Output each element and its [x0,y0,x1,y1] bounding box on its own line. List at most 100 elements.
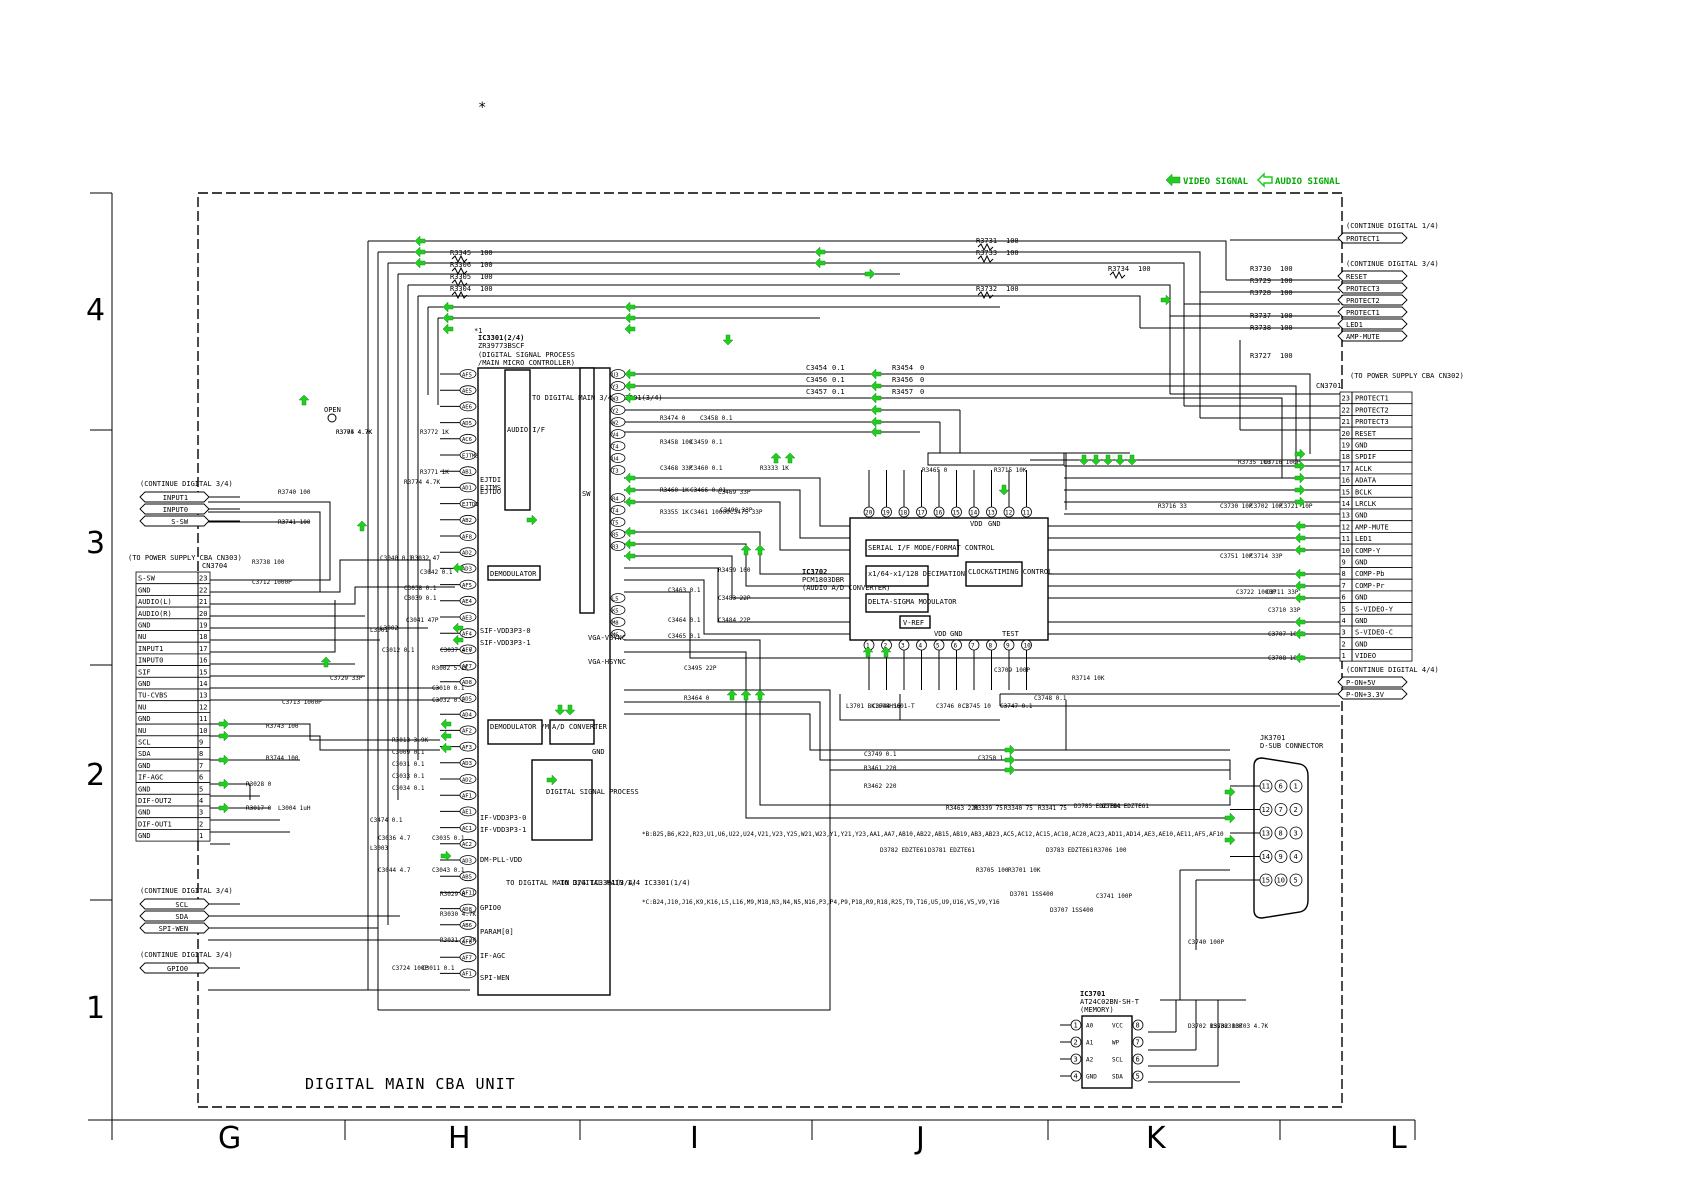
cn3701-pin: 1 [1342,652,1346,660]
cn3704-signal: GND [138,622,151,630]
cn3704-signal: GND [138,680,151,688]
grid-row-2: 2 [86,758,105,793]
ic3701-right-pin-name: WP [1112,1040,1120,1047]
component-label: C3041 47P [406,617,439,624]
signal-arrow-icon [814,257,826,269]
component-label: R3741 100 [278,519,311,526]
ic3301-left-pin-label: AD2 [462,551,472,557]
signal-arrow-icon [740,544,752,556]
signal-arrow-icon [754,689,766,701]
ic3301-right-pin [610,405,626,415]
cn3701-signal: COMP-Y [1355,547,1381,555]
cn3704-pin: 7 [199,762,203,770]
ic3702-delta-block [865,593,929,613]
signal-arrow-icon [320,656,332,668]
ic3702-decim-block [865,565,929,587]
continue-right-tag [1337,282,1408,294]
dsub-pin [1274,826,1288,840]
ic3301-left-pin-label: AB5 [462,875,472,881]
ic3301-right-pin-label: T4 [612,444,619,450]
ic3301-right-pin-label: T3 [612,468,619,474]
signal-arrow-icon [1294,652,1306,664]
ic3702-top-pin-label: 20 [865,510,873,517]
cn3704-signal: GND [138,715,151,723]
dsub-pin [1289,873,1303,887]
component-label: C3039 0.1 [404,595,437,602]
signal-arrows [218,235,1306,862]
cn3704-signal: INPUT1 [138,645,163,653]
component-label: C3713 1000P [282,699,322,706]
continue-right-tag [1337,306,1408,318]
component-label: C3747 0.1 [1000,703,1033,710]
ic3301-right-pin-label: R5 [612,532,619,538]
component-label: R3716 33 [1158,503,1187,510]
ic3301-ref: IC3301(2/4) [478,334,524,342]
ic3301-label-ejtms: EJTMS [480,484,501,492]
ruler-ticks [90,192,1416,1140]
ic3702-bottom-pin-label: 3 [901,643,905,650]
to-digital-1: TO DIGITAL MAIN 3/4 IC3301(3/4) [532,394,663,402]
component-label: R3460 1K [660,487,689,494]
cn3704-signal: TU-CVBS [138,692,168,700]
component-label: C3484 22P [718,617,751,624]
continue-right-tag [1337,688,1408,700]
cn3704-pin: 10 [199,727,207,735]
ic3301-right-pin [610,453,626,463]
component-label: R3355 1K [660,509,689,516]
component-label: R3774 4.7K [404,479,441,486]
component-label: C3712 1000P [252,579,292,586]
signal-arrow-icon [564,704,576,716]
cn3704-signal: GND [138,809,151,817]
signal-arrow-icon [624,323,636,335]
component-label: C3043 0.1 [432,867,465,874]
ic3701-right-pin-name: SCL [1112,1057,1123,1064]
cn3704-signal: GND [138,586,151,594]
dsub-pin-label: 15 [1262,877,1270,885]
legend-video: VIDEO SIGNAL [1183,177,1249,187]
ic3702-top-pin-label: 16 [935,510,943,517]
cn3704-signal: NU [138,633,146,641]
ic3301: *1 IC3301(2/4) ZR39773BSCF (DIGITAL SIGN… [440,327,1224,996]
component-label: R3474 0 [660,415,686,422]
cn3701-signal: SPDIF [1355,453,1376,461]
ic3702-delta-label: DELTA-SIGMA MODULATOR [868,598,957,606]
unit-title: DIGITAL MAIN CBA UNIT [305,1075,516,1093]
signal-arrow-icon [1294,532,1306,544]
component-label: C3710 33P [1268,607,1301,614]
cn3704-pin: 4 [199,797,203,805]
cap-ref: C3457 [806,388,827,396]
ic3702-vref-block [899,615,931,629]
ic3701-left-pin-num: 1 [1074,1022,1078,1030]
component-label: R3714 10K [1072,675,1105,682]
ic3301-left-pin-label: AD3 [462,567,472,573]
cn3701-pin: 21 [1342,418,1350,426]
signal-arrow-icon [440,718,452,730]
signal-arrow-icon [1294,520,1306,532]
ic3301-label-sif1: SIF-VDD3P3-1 [480,639,531,647]
continue-right-header: (CONTINUE DIGITAL 4/4) [1346,666,1439,674]
continue-right-tag [1337,294,1408,306]
resistor-symbol [451,290,468,300]
legend-audio: AUDIO SIGNAL [1275,177,1341,187]
component-label: L3003 [370,845,388,852]
resistor-val: 0 [920,376,924,384]
ic3301-demod-block [487,565,541,581]
continue-right-signal: PROTECT2 [1346,297,1380,305]
ic3301-label-if0: IF-VDD3P3-0 [480,814,526,822]
grid-col-g: G [218,1121,241,1156]
component-label: D3781 EDZTE61 [928,847,975,854]
dsub-pin [1274,803,1288,816]
cn3704-pin: 13 [199,692,207,700]
component-label: C3746 0.1 [936,703,969,710]
ic3301-left-pin-label: AD2 [462,777,472,783]
signal-arrow-icon [754,544,766,556]
component-label: R3333 1K [760,465,789,472]
ic3301-left-pin-label: AF3 [462,745,472,751]
signal-arrow-icon [864,268,876,280]
resistor-ref: R3731 [976,237,997,245]
ic3301-sw-label: SW [582,490,591,498]
